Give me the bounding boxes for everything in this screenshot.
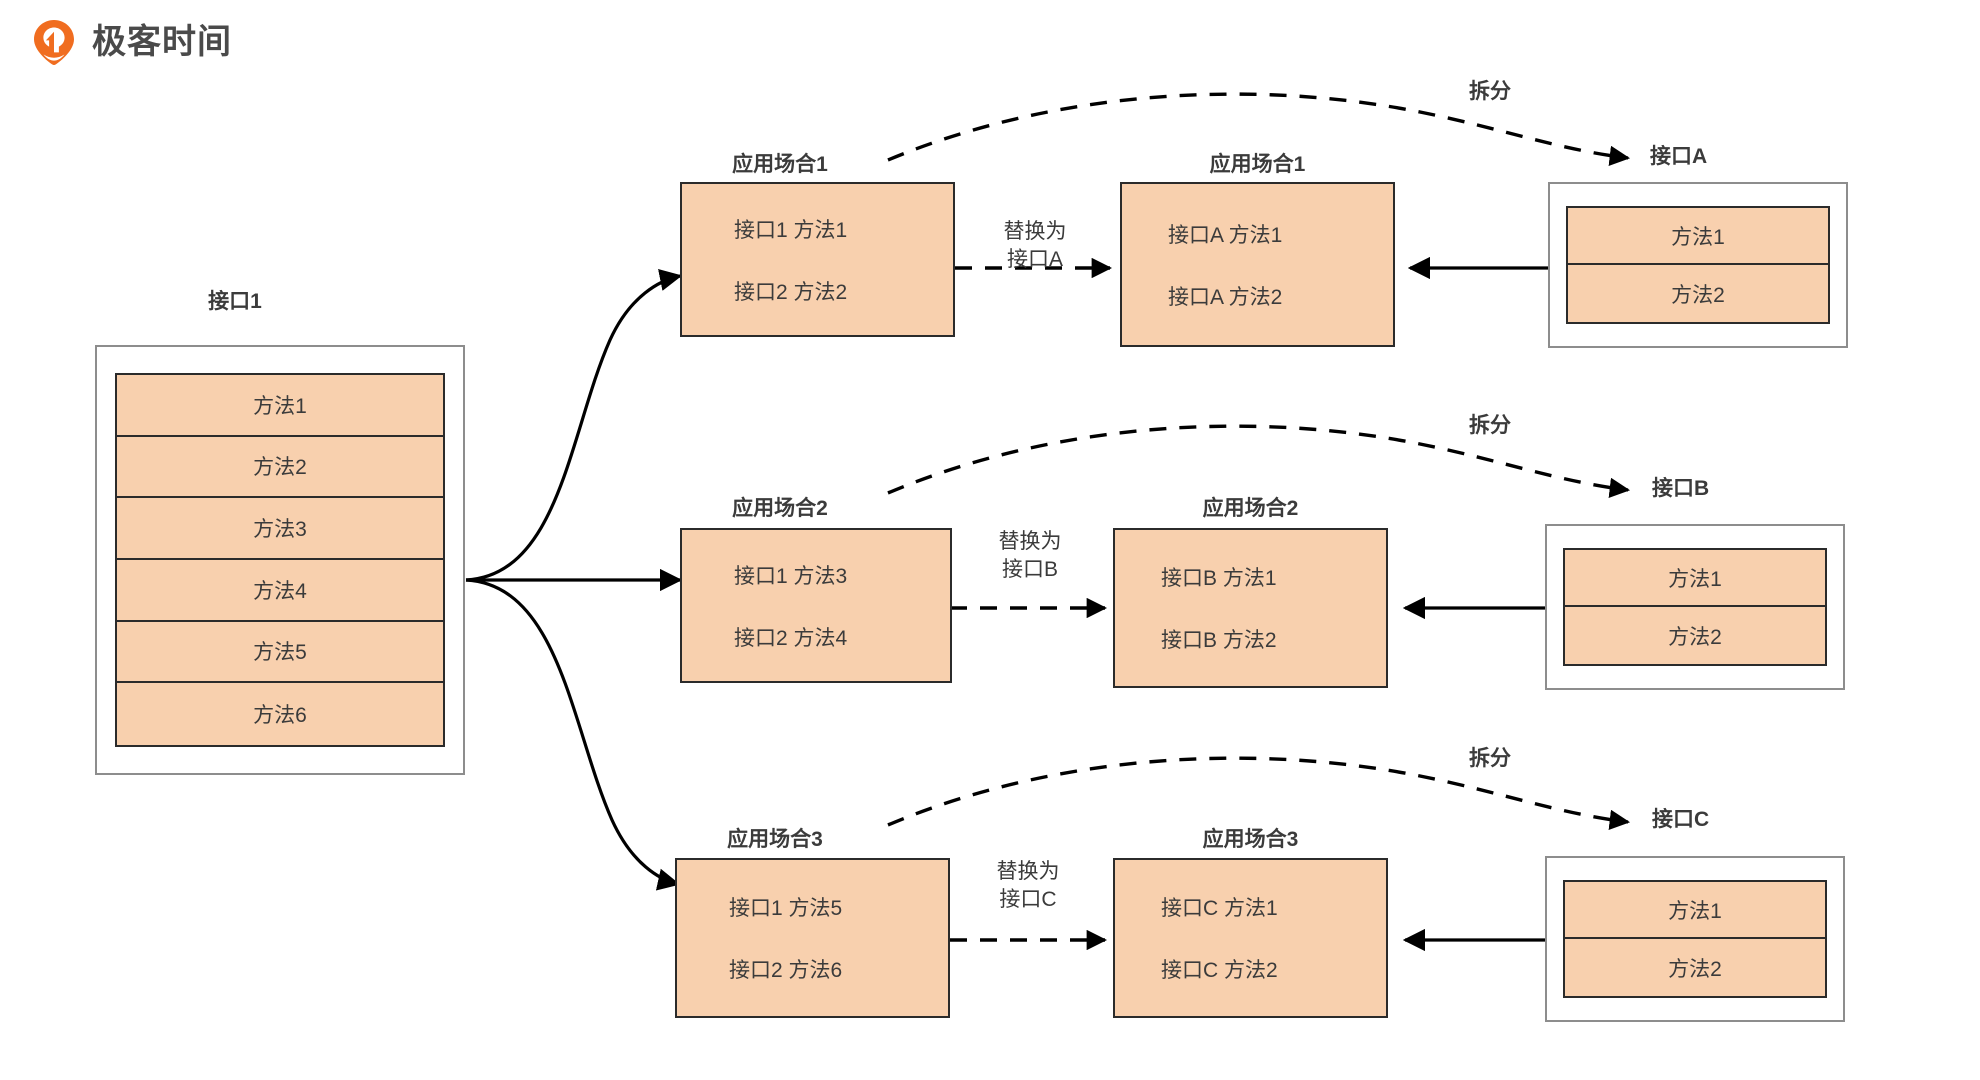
row2-after-line: 接口B 方法1 <box>1161 567 1277 590</box>
row1-new-interface-box: 方法1 方法2 <box>1548 182 1848 348</box>
source-interface-box: 方法1 方法2 方法3 方法4 方法5 方法6 <box>95 345 465 775</box>
row1-after-line: 接口A 方法2 <box>1168 285 1283 309</box>
fanout-arrow-row1 <box>465 268 683 582</box>
row1-before-caption: 应用场合1 <box>732 153 828 176</box>
method-row: 方法1 <box>117 375 443 437</box>
method-row: 方法6 <box>117 683 443 745</box>
row2-after-caption: 应用场合2 <box>1202 497 1299 520</box>
row3-before-caption: 应用场合3 <box>727 828 823 851</box>
row1-after-box: 接口A 方法1 接口A 方法2 <box>1120 182 1395 347</box>
row3-new-interface-title: 接口C <box>1652 808 1710 831</box>
source-method-list: 方法1 方法2 方法3 方法4 方法5 方法6 <box>115 373 445 747</box>
fanout-connectors <box>465 268 683 891</box>
row1-after-caption: 应用场合1 <box>1209 153 1306 176</box>
row3-replace-label: 替换为 接口C <box>958 858 1098 915</box>
row2-replace-label: 替换为 接口B <box>960 528 1100 585</box>
row1-new-method-list: 方法1 方法2 <box>1566 206 1830 324</box>
row2-replace-label-line1: 替换为 <box>998 530 1062 553</box>
method-row: 方法1 <box>1565 882 1825 939</box>
row3-before-line: 接口2 方法6 <box>729 959 843 982</box>
row3-replace-label-line1: 替换为 <box>996 860 1060 883</box>
geektime-pin-logo-icon <box>34 20 74 65</box>
row3-after-line: 接口C 方法1 <box>1161 897 1278 920</box>
row3-after-box: 接口C 方法1 接口C 方法2 <box>1113 858 1388 1018</box>
brand-name: 极客时间 <box>92 23 232 61</box>
row1-after-line: 接口A 方法1 <box>1168 223 1283 247</box>
row3-after-caption: 应用场合3 <box>1202 828 1299 851</box>
row2-new-interface-title: 接口B <box>1652 477 1710 500</box>
row1-before-line: 接口2 方法2 <box>734 280 848 304</box>
row1-split-label: 拆分 <box>1469 80 1511 103</box>
row3-replace-label-line2: 接口C <box>999 888 1057 912</box>
fanout-arrow-row3 <box>465 578 681 891</box>
row2-before-line: 接口2 方法4 <box>734 626 848 650</box>
method-row: 方法2 <box>117 436 443 499</box>
row3-after-line: 接口C 方法2 <box>1161 959 1278 982</box>
row1-before-line: 接口1 方法1 <box>734 218 848 242</box>
row1-replace-label-line2: 接口A <box>1006 248 1063 272</box>
brand-logo: 极客时间 <box>30 18 232 66</box>
row3-new-method-list: 方法1 方法2 <box>1563 880 1827 998</box>
method-row: 方法3 <box>117 498 443 560</box>
row1-replace-label: 替换为 接口A <box>965 218 1105 275</box>
method-row: 方法5 <box>117 621 443 684</box>
method-row: 方法2 <box>1565 607 1825 664</box>
row3-before-box: 接口1 方法5 接口2 方法6 <box>675 858 950 1018</box>
method-row: 方法1 <box>1568 208 1828 265</box>
row2-new-interface-box: 方法1 方法2 <box>1545 524 1845 690</box>
method-row: 方法2 <box>1568 265 1828 322</box>
row2-after-box: 接口B 方法1 接口B 方法2 <box>1113 528 1388 688</box>
method-row: 方法1 <box>1565 550 1825 607</box>
row2-replace-label-line2: 接口B <box>1001 558 1058 582</box>
row3-new-interface-box: 方法1 方法2 <box>1545 856 1845 1022</box>
method-row: 方法2 <box>1565 939 1825 996</box>
row2-before-line: 接口1 方法3 <box>734 564 848 588</box>
row2-before-caption: 应用场合2 <box>732 497 828 520</box>
row2-new-method-list: 方法1 方法2 <box>1563 548 1827 666</box>
method-row: 方法4 <box>117 559 443 622</box>
row1-new-interface-title: 接口A <box>1650 145 1708 168</box>
row2-split-label: 拆分 <box>1469 414 1511 437</box>
row1-before-box: 接口1 方法1 接口2 方法2 <box>680 182 955 337</box>
row3-before-line: 接口1 方法5 <box>729 897 843 920</box>
row3-split-label: 拆分 <box>1469 747 1511 770</box>
row1-replace-label-line1: 替换为 <box>1003 220 1067 243</box>
row2-after-line: 接口B 方法2 <box>1161 629 1277 652</box>
row2-before-box: 接口1 方法3 接口2 方法4 <box>680 528 952 683</box>
source-interface-title: 接口1 <box>208 290 262 313</box>
